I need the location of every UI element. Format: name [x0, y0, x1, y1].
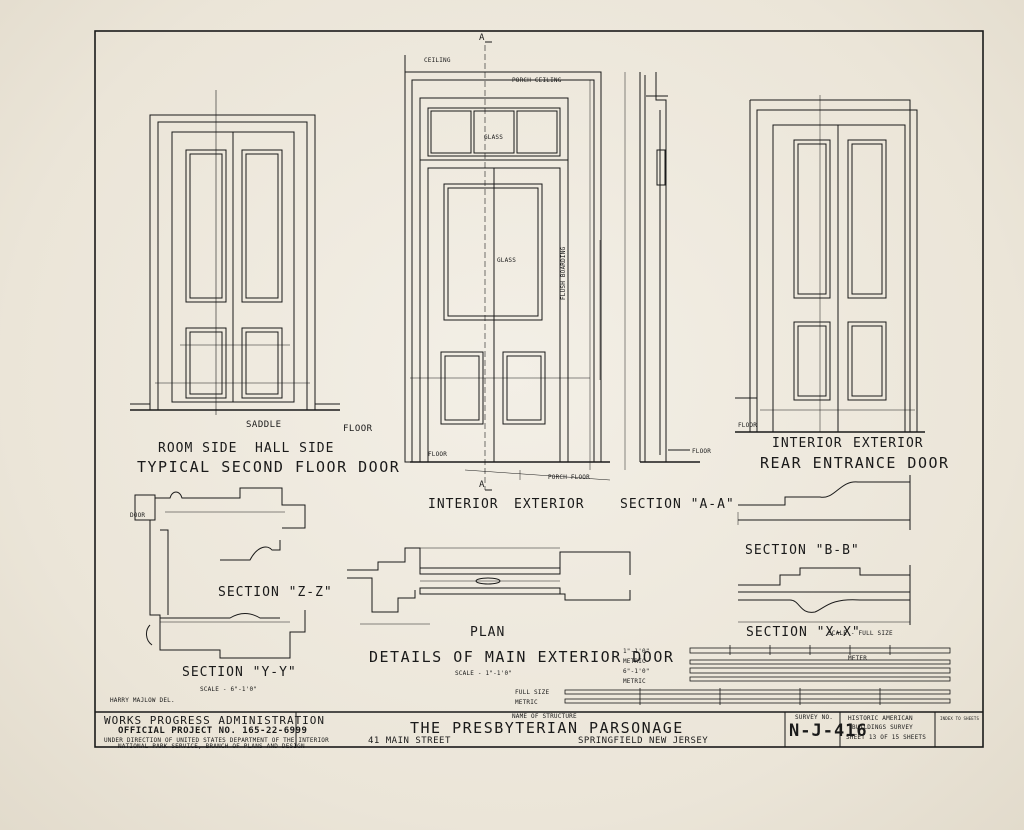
title-block-direction-2: NATIONAL PARK SERVICE, BRANCH OF PLANS A… — [118, 743, 305, 750]
title-block-structure: THE PRESBYTERIAN PARSONAGE — [410, 719, 684, 737]
main-door-glass-mid: GLASS — [497, 257, 517, 264]
section-yy-title: SECTION "Y-Y" — [182, 665, 297, 680]
rear-door-floor: FLOOR — [738, 422, 758, 429]
title-block-direction-1: UNDER DIRECTION OF UNITED STATES DEPARTM… — [104, 737, 329, 744]
main-door-floor: FLOOR — [428, 451, 448, 458]
plan-drawing — [347, 547, 631, 625]
scale-3-label: FULL SIZE — [515, 689, 550, 696]
scale-1-label: 1"-1'0" — [623, 648, 650, 655]
delineator: HARRY MAJLOW DEL. — [110, 697, 175, 704]
title-block-survey-label: SURVEY NO. — [795, 714, 834, 721]
title-block-agency: WORKS PROGRESS ADMINISTRATION — [104, 714, 326, 727]
rear-door-interior: INTERIOR — [772, 436, 843, 451]
main-door-ceiling: CEILING — [424, 57, 451, 64]
plan-title: PLAN — [470, 625, 506, 640]
typical-door-saddle: SADDLE — [246, 420, 282, 430]
typical-door-floor: FLOOR — [343, 424, 373, 434]
plan-details-title: DETAILS OF MAIN EXTERIOR DOOR — [369, 648, 675, 666]
section-a-top-marker: A — [479, 33, 485, 43]
title-block-name-label: NAME OF STRUCTURE — [512, 713, 577, 720]
section-bb-title: SECTION "B-B" — [745, 543, 860, 558]
typical-door-elevation — [130, 90, 340, 415]
scale-1-metric: METRIC — [623, 658, 646, 665]
title-block-street: 41 MAIN STREET — [368, 736, 451, 746]
section-xx-drawing — [738, 565, 911, 625]
section-bb-drawing — [737, 475, 911, 530]
section-aa-floor: FLOOR — [692, 448, 712, 455]
title-block-hab-2: BUILDINGS SURVEY — [852, 724, 913, 731]
scale-meter-label: METER — [848, 655, 868, 662]
title-block-index: INDEX TO SHEETS — [940, 716, 980, 721]
sheet-border — [94, 30, 984, 748]
section-xx-scale: SCALE - FULL SIZE — [828, 630, 893, 637]
title-block-survey-no: N-J-416 — [789, 721, 868, 741]
title-block-hab-1: HISTORIC AMERICAN — [848, 715, 913, 722]
main-door-flush-boarding: FLUSH BOARDING — [560, 246, 567, 300]
scale-3-metric: METRIC — [515, 699, 538, 706]
section-zz-title: SECTION "Z-Z" — [218, 585, 333, 600]
scale-2-metric: METRIC — [623, 678, 646, 685]
section-a-bottom-marker: A — [479, 480, 485, 490]
section-aa-drawing — [624, 72, 700, 470]
graphic-scales — [564, 645, 951, 705]
typical-door-hall-side: HALL SIDE — [255, 441, 335, 456]
typical-door-title: TYPICAL SECOND FLOOR DOOR — [137, 458, 401, 476]
section-aa-title: SECTION "A-A" — [620, 497, 735, 512]
main-door-porch-ceiling: PORCH CEILING — [512, 77, 562, 84]
title-block-project: OFFICIAL PROJECT NO. 165-22-6999 — [118, 726, 308, 736]
section-xx-title: SECTION "X-X" — [746, 625, 861, 640]
main-door-interior: INTERIOR — [428, 497, 499, 512]
title-block-city: SPRINGFIELD NEW JERSEY — [578, 736, 709, 746]
section-zz-door: DOOR — [130, 512, 146, 519]
rear-door-title: REAR ENTRANCE DOOR — [760, 454, 950, 472]
main-door-exterior: EXTERIOR — [514, 497, 585, 512]
rear-door-exterior: EXTERIOR — [853, 436, 924, 451]
main-door-elevation — [404, 45, 611, 490]
main-door-porch-floor: PORCH FLOOR — [548, 474, 590, 481]
plan-scale: SCALE - 1"-1'0" — [455, 670, 513, 677]
rear-door-elevation — [735, 95, 925, 433]
title-block-sheet: SHEET 13 OF 15 SHEETS — [846, 734, 927, 741]
section-yy-scale: SCALE - 6"-1'0" — [200, 686, 258, 693]
scale-2-label: 6"-1'0" — [623, 668, 650, 675]
section-zz-yy-drawing — [134, 487, 306, 659]
typical-door-room-side: ROOM SIDE — [158, 441, 238, 456]
main-door-glass-top: GLASS — [484, 134, 504, 141]
